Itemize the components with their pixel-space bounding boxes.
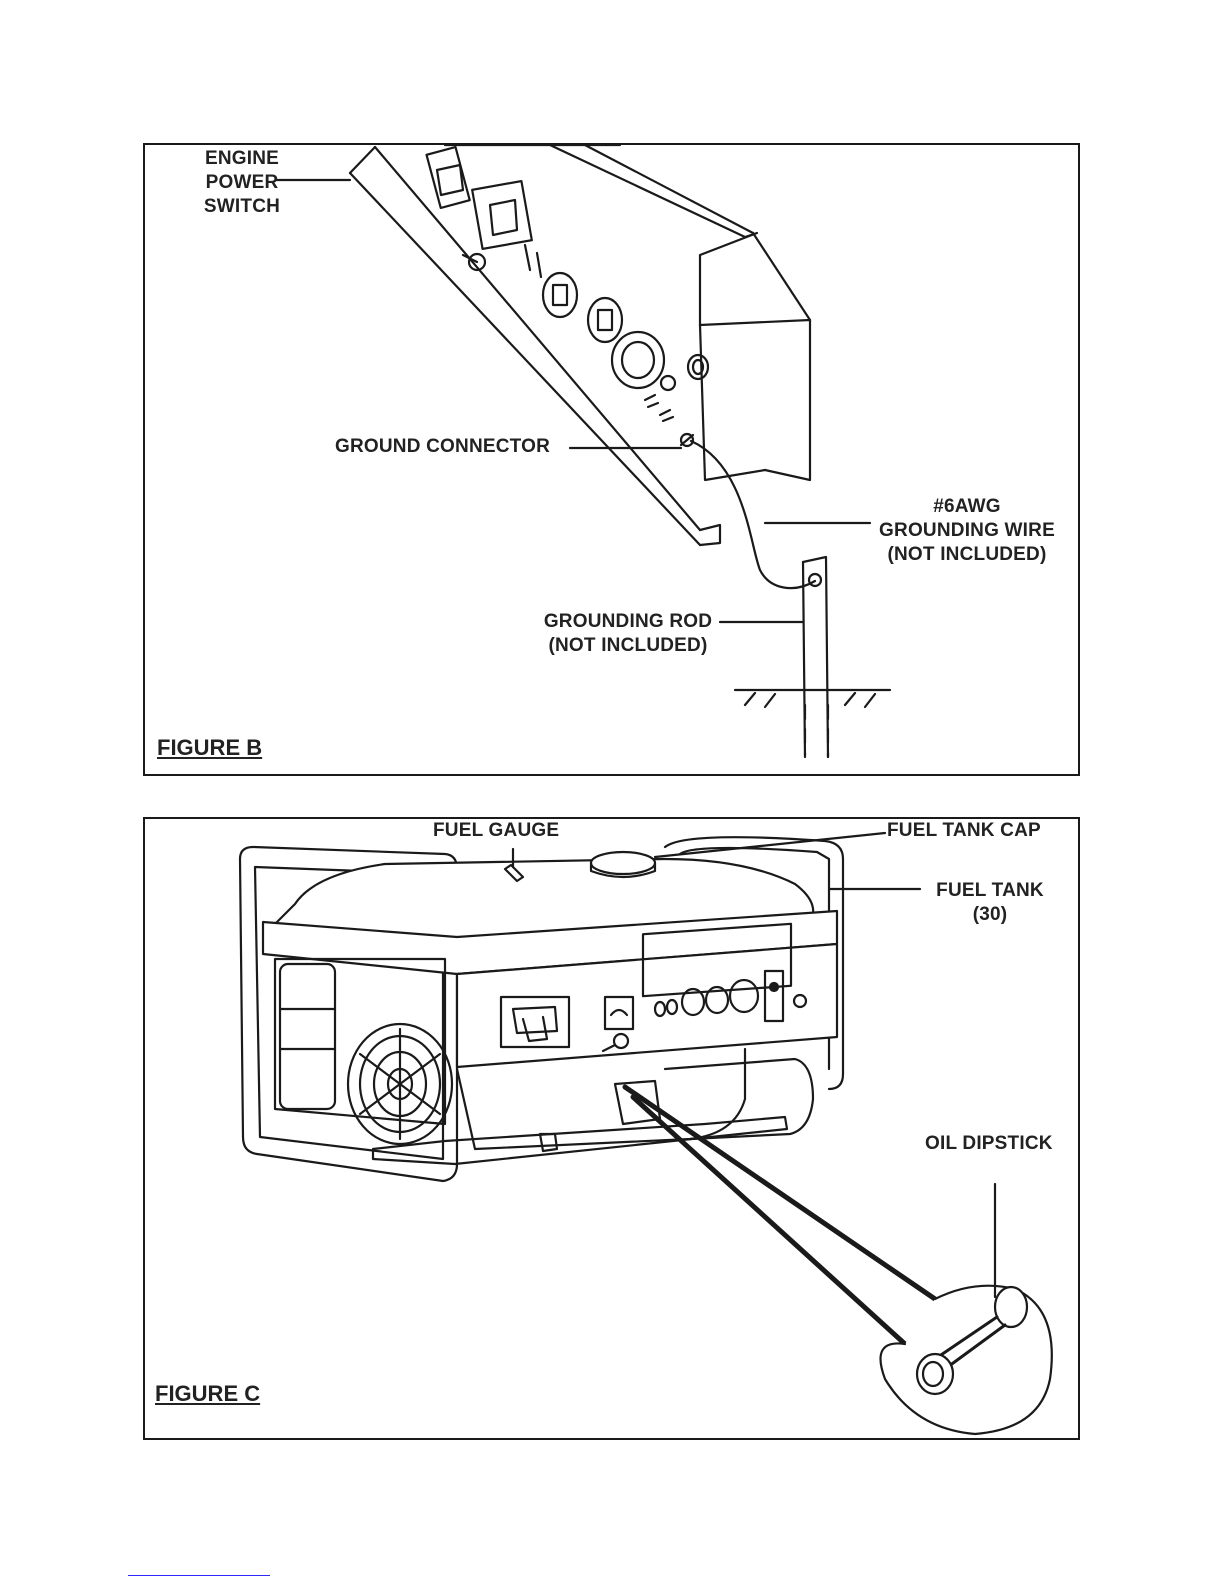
label-line: (NOT INCLUDED) (872, 543, 1062, 567)
fuel-tank-cap-label: FUEL TANK CAP (887, 819, 1041, 843)
footer-link-underline[interactable] (128, 1575, 270, 1576)
fuel-gauge-label: FUEL GAUGE (433, 819, 559, 843)
label-line: GROUNDING WIRE (872, 519, 1062, 543)
label-line: (NOT INCLUDED) (538, 634, 718, 658)
ground-connector-label: GROUND CONNECTOR (335, 435, 550, 459)
engine-power-switch-label: ENGINE POWER SWITCH (197, 147, 287, 219)
label-line: GROUNDING ROD (538, 610, 718, 634)
label-line: FUEL TANK (925, 879, 1055, 903)
figure-c-title: FIGURE C (155, 1381, 260, 1407)
figure-c-panel: FUEL GAUGE FUEL TANK CAP FUEL TANK (30) … (143, 817, 1080, 1440)
label-line: (30) (925, 903, 1055, 927)
label-line: POWER (197, 171, 287, 195)
oil-dipstick-label: OIL DIPSTICK (925, 1132, 1053, 1156)
label-line: SWITCH (197, 195, 287, 219)
label-line: #6AWG (872, 495, 1062, 519)
fuel-tank-label: FUEL TANK (30) (925, 879, 1055, 927)
figure-b-illustration (145, 145, 1078, 774)
grounding-rod-label: GROUNDING ROD (NOT INCLUDED) (538, 610, 718, 658)
figure-b-title: FIGURE B (157, 735, 262, 761)
grounding-wire-label: #6AWG GROUNDING WIRE (NOT INCLUDED) (872, 495, 1062, 567)
label-line: ENGINE (197, 147, 287, 171)
figure-b-panel: ENGINE POWER SWITCH GROUND CONNECTOR #6A… (143, 143, 1080, 776)
